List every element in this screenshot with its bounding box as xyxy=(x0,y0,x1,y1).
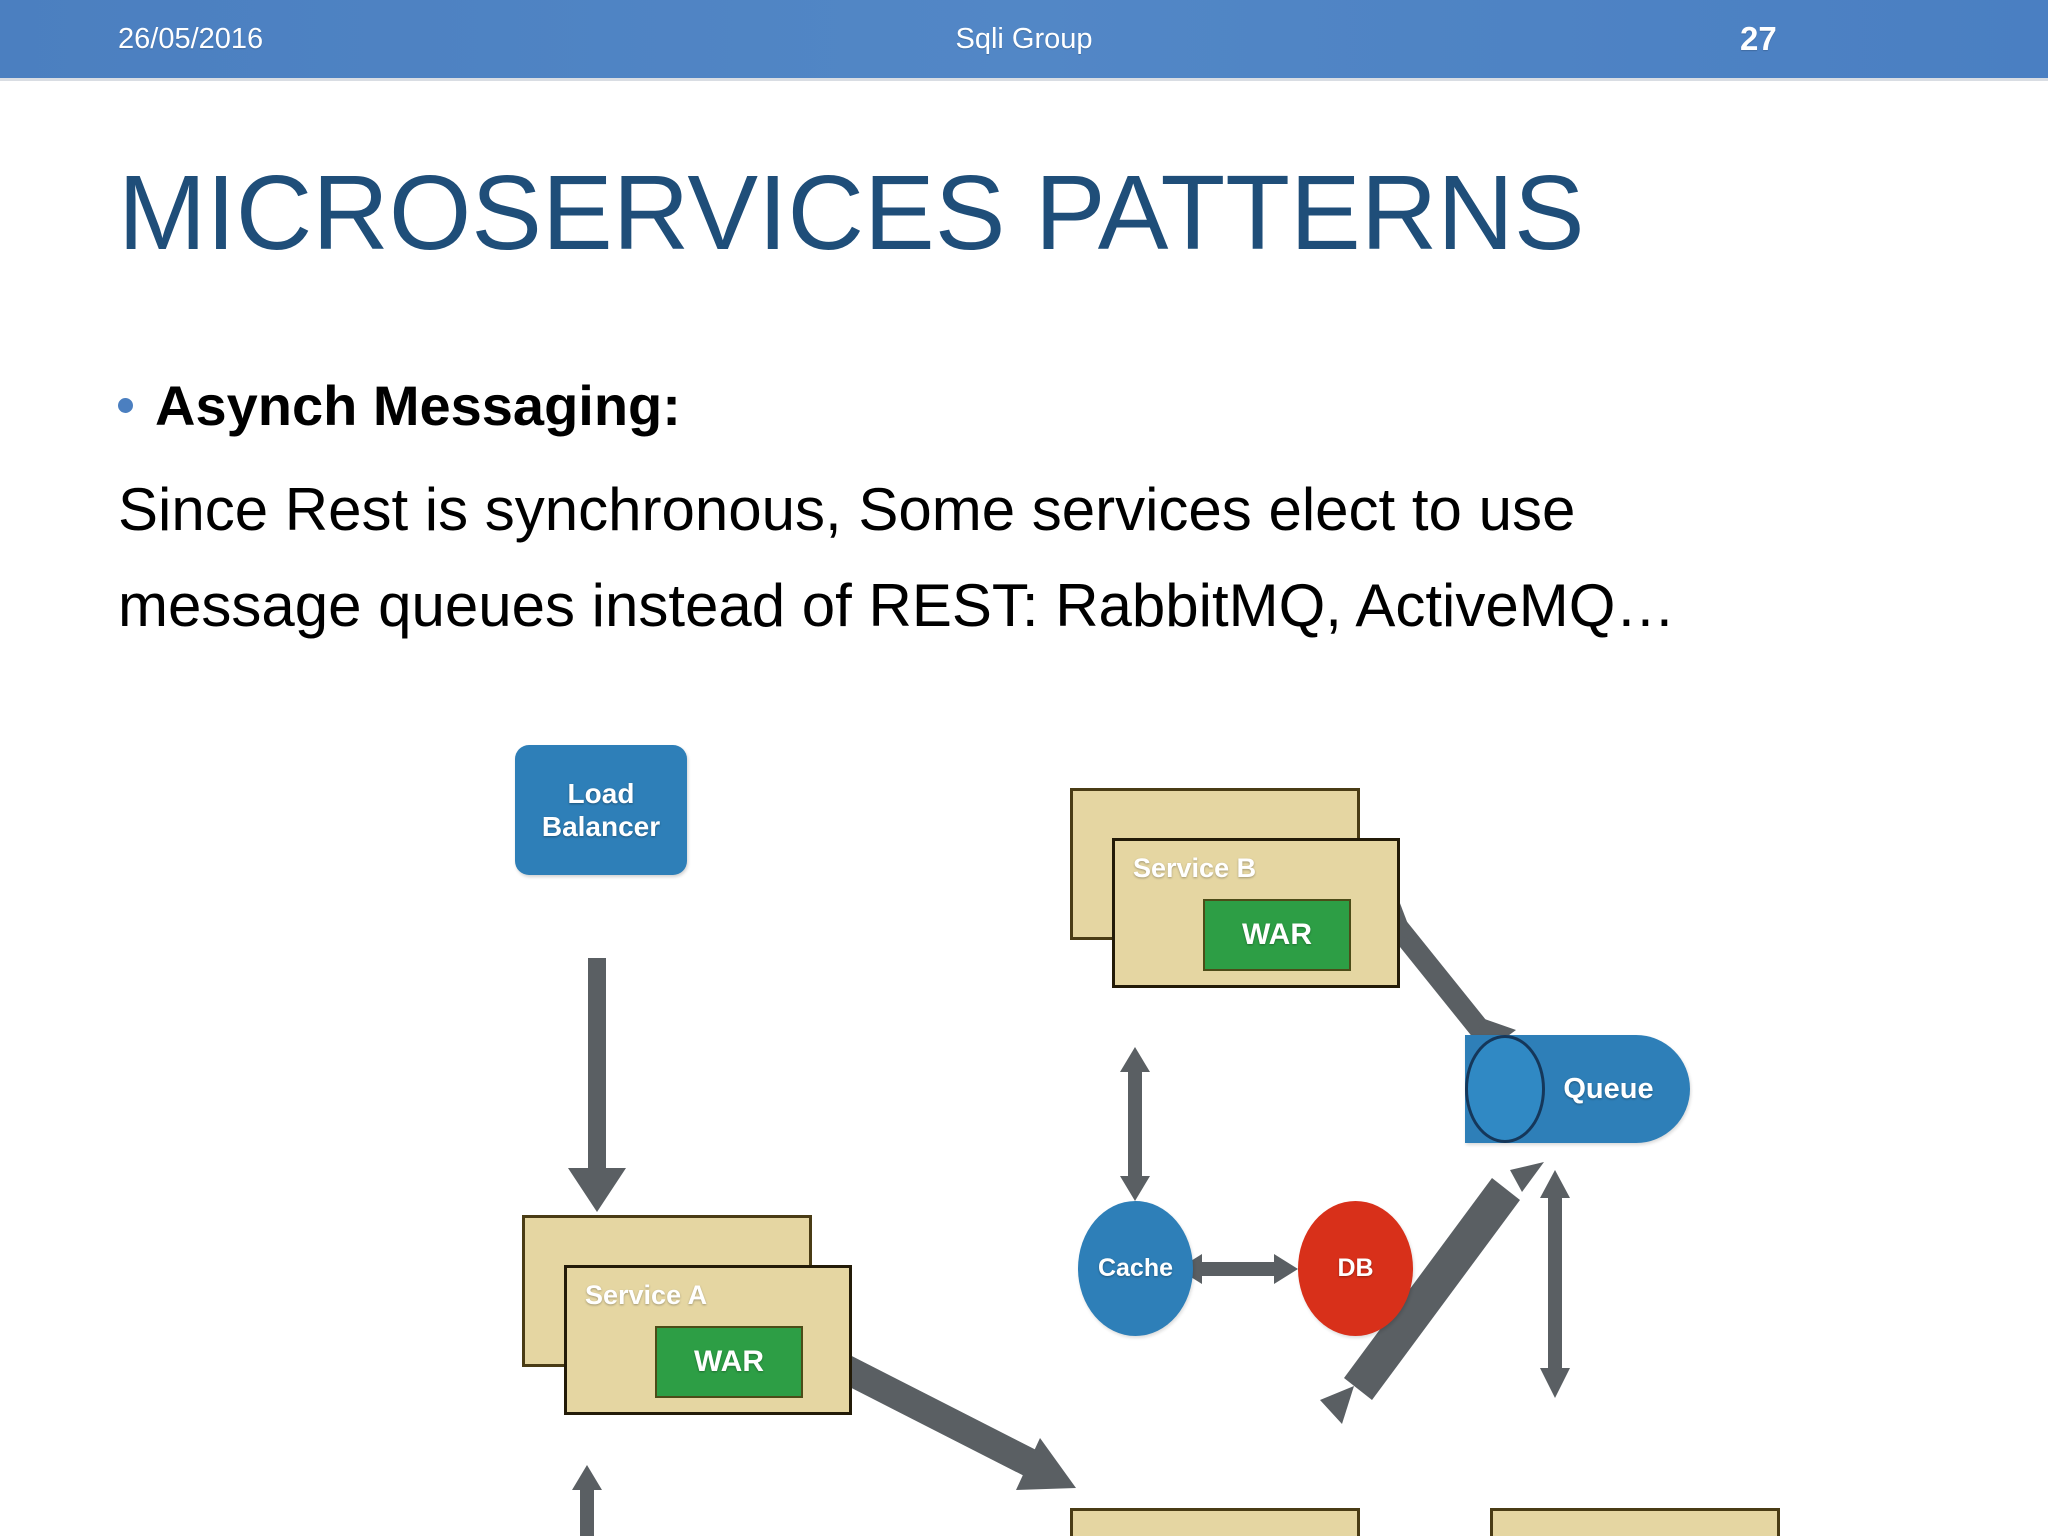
body-text-line-2: message queues instead of REST: RabbitMQ… xyxy=(118,572,1676,639)
header-divider xyxy=(0,78,2048,81)
header-title: Sqli Group xyxy=(955,23,1093,55)
page-title: MICROSERVICES PATTERNS xyxy=(118,154,1585,272)
node-service-a[interactable]: Service A WAR xyxy=(522,1215,862,1415)
node-message-queue[interactable]: Queue xyxy=(1465,1035,1690,1143)
bullet-item-label: Asynch Messaging: xyxy=(155,374,681,437)
connector-service-b-cache-b xyxy=(1120,1047,1150,1201)
connector-cache-b-db-b xyxy=(1178,1254,1298,1284)
load-balancer-label-line2: Balancer xyxy=(541,811,661,842)
node-service-d[interactable]: Service D WAR xyxy=(1490,1508,1830,1536)
node-db-b[interactable]: DB xyxy=(1298,1201,1413,1336)
service-b-label: Service B xyxy=(1133,853,1257,883)
diagram-connectors xyxy=(568,898,1570,1536)
service-b-card: Service B WAR xyxy=(1112,838,1400,988)
node-cache-b[interactable]: Cache xyxy=(1078,1201,1193,1336)
service-a-card: Service A WAR xyxy=(564,1265,852,1415)
header-page-number: 27 xyxy=(1740,20,1777,57)
service-c-stack-shadow xyxy=(1070,1508,1360,1536)
header-date: 26/05/2016 xyxy=(118,23,264,55)
load-balancer-label-line1: Load xyxy=(567,777,635,809)
service-a-label: Service A xyxy=(585,1280,708,1310)
bullet-list-item: Asynch Messaging: xyxy=(118,378,681,434)
node-service-b[interactable]: Service B WAR xyxy=(1070,788,1410,988)
microservices-architecture-diagram: Load Balancer Service A WAR Cache DB Ser… xyxy=(480,700,1790,1536)
connector-lb-to-service-a xyxy=(568,958,626,1212)
body-text-line-1: Since Rest is synchronous, Some services… xyxy=(118,476,1576,543)
connector-service-a-to-service-c xyxy=(828,1350,1076,1490)
queue-label: Queue xyxy=(1563,1072,1654,1105)
connector-queue-service-c xyxy=(1320,1162,1544,1424)
service-b-war-artifact: WAR xyxy=(1203,899,1351,971)
service-d-stack-shadow xyxy=(1490,1508,1780,1536)
node-service-c[interactable]: Service C WAR xyxy=(1070,1508,1410,1536)
queue-cylinder-cap xyxy=(1465,1035,1545,1143)
service-a-war-artifact: WAR xyxy=(655,1326,803,1398)
node-load-balancer[interactable]: Load Balancer xyxy=(515,745,687,875)
connector-service-a-cache-a xyxy=(572,1465,602,1536)
slide-header-bar: 26/05/2016 Sqli Group 27 xyxy=(0,0,2048,78)
connector-queue-service-d xyxy=(1540,1170,1570,1398)
bullet-dot-icon xyxy=(118,398,133,413)
